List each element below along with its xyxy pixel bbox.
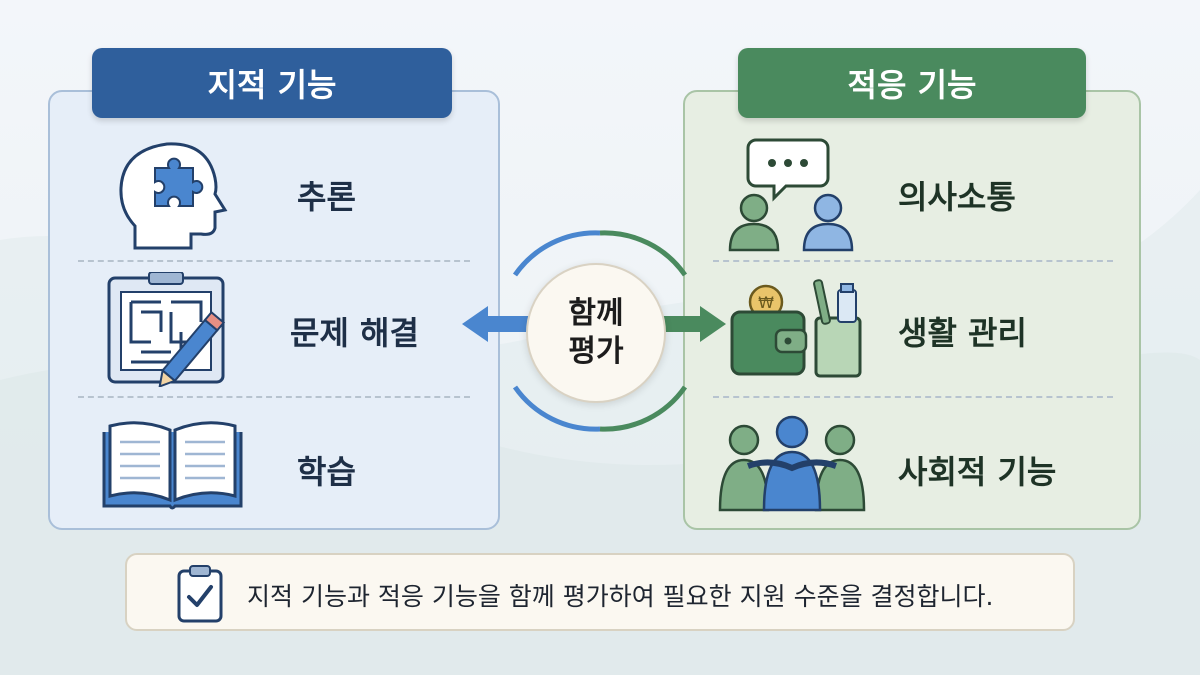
adaptive-title: 적응 기능: [738, 48, 1086, 118]
center-line-2: 평가: [568, 334, 624, 369]
summary-text: 지적 기능과 적응 기능을 함께 평가하여 필요한 지원 수준을 결정합니다.: [247, 582, 994, 611]
maze-clipboard-icon: [107, 272, 226, 387]
divider: [78, 396, 470, 398]
arrow-right-icon: [662, 306, 726, 342]
open-book-icon: [102, 421, 243, 510]
item-learning-label: 학습: [297, 453, 356, 491]
item-communication-label: 의사소통: [898, 178, 1016, 216]
svg-text:₩: ₩: [758, 293, 774, 312]
people-speech-icon: [728, 138, 854, 252]
item-social-function-label: 사회적 기능: [898, 453, 1057, 491]
intellectual-title: 지적 기능: [92, 48, 452, 118]
center-line-1: 함께: [568, 296, 624, 331]
arrow-left-icon: [462, 306, 532, 342]
center-ring: [512, 230, 688, 432]
divider: [78, 260, 470, 262]
checklist-icon: [177, 565, 223, 623]
group-hug-icon: [718, 415, 866, 512]
divider: [713, 396, 1113, 398]
evaluate-together-badge: 함께 평가: [526, 263, 666, 403]
item-problem-solving-label: 문제 해결: [290, 314, 419, 352]
item-life-management-label: 생활 관리: [898, 314, 1027, 352]
wallet-toothbrush-icon: ₩: [730, 279, 862, 378]
head-puzzle-icon: [119, 142, 228, 250]
summary-box: 지적 기능과 적응 기능을 함께 평가하여 필요한 지원 수준을 결정합니다.: [125, 553, 1075, 631]
item-reasoning-label: 추론: [297, 178, 356, 216]
divider: [713, 260, 1113, 262]
